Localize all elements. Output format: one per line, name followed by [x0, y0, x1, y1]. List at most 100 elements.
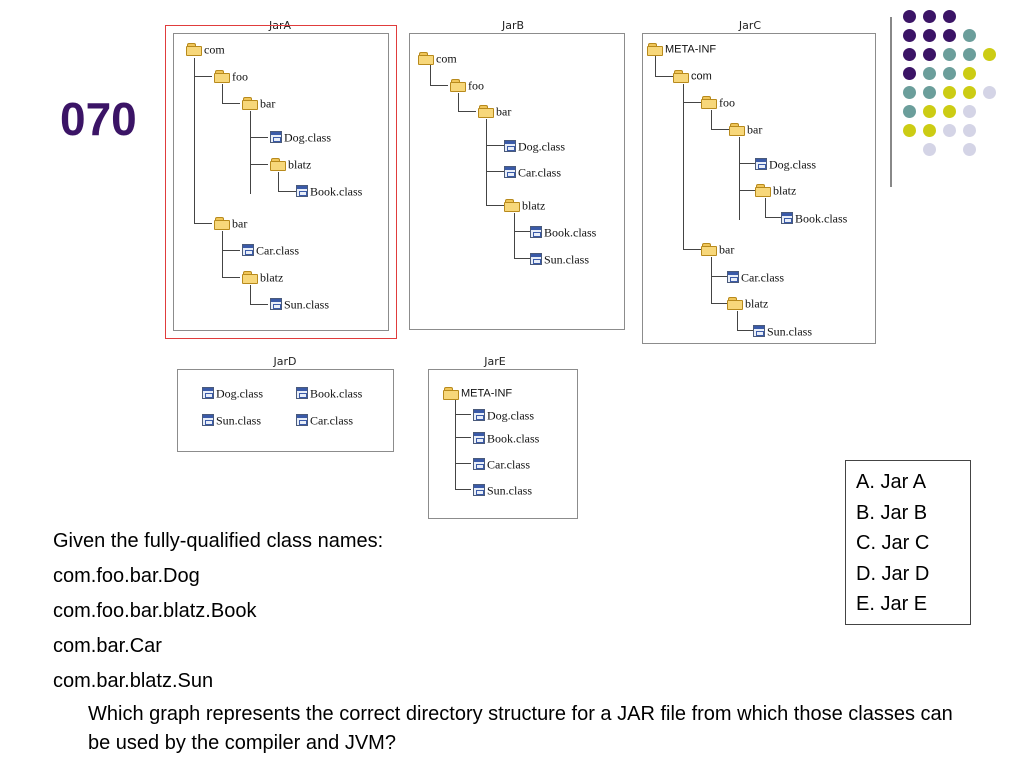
- class-name: com.foo.bar.blatz.Book: [53, 600, 257, 622]
- dot: [903, 67, 916, 80]
- class-file-icon: [530, 253, 542, 266]
- dot: [943, 10, 956, 23]
- dot: [923, 67, 936, 80]
- class-name: com.foo.bar.Dog: [53, 565, 200, 587]
- answer-option-c[interactable]: C. Jar C: [856, 532, 930, 554]
- jar-b-panel[interactable]: com foo bar Dog.class Car.class blatz Bo…: [409, 33, 625, 330]
- tree-file[interactable]: Dog.class: [270, 128, 331, 144]
- question-intro: Given the fully-qualified class names:: [53, 530, 384, 552]
- folder-icon: [729, 123, 745, 137]
- class-file-icon: [753, 325, 765, 338]
- tree-folder[interactable]: com: [186, 40, 225, 57]
- dot: [963, 67, 976, 80]
- jar-c-label: JarC: [738, 19, 762, 32]
- tree-folder[interactable]: bar: [701, 240, 734, 257]
- tree-file[interactable]: Sun.class: [530, 250, 589, 266]
- dot: [963, 143, 976, 156]
- jar-d-panel[interactable]: Dog.class Book.class Sun.class Car.class: [177, 369, 394, 452]
- folder-icon: [242, 97, 258, 111]
- class-file-icon: [473, 484, 485, 497]
- tree-file[interactable]: Book.class: [296, 384, 362, 400]
- tree-file[interactable]: Dog.class: [755, 155, 816, 171]
- tree-folder[interactable]: blatz: [270, 155, 311, 172]
- tree-folder[interactable]: com: [673, 67, 712, 84]
- folder-icon: [214, 70, 230, 84]
- answer-option-b[interactable]: B. Jar B: [856, 501, 928, 524]
- class-file-icon: [296, 185, 308, 198]
- jar-c-panel[interactable]: META-INF com foo bar Dog.class blatz Boo…: [642, 33, 876, 344]
- dot: [963, 86, 976, 99]
- jar-a-label: JarA: [268, 19, 292, 32]
- tree-file[interactable]: Car.class: [504, 163, 561, 179]
- tree-file[interactable]: Sun.class: [270, 295, 329, 311]
- tree-folder[interactable]: blatz: [242, 268, 283, 285]
- answer-option-a[interactable]: A. Jar A: [856, 471, 927, 493]
- class-file-icon: [296, 414, 308, 427]
- class-file-icon: [242, 244, 254, 257]
- dot: [983, 86, 996, 99]
- class-file-icon: [296, 387, 308, 400]
- dot: [923, 143, 936, 156]
- dot: [903, 86, 916, 99]
- folder-icon: [418, 52, 434, 66]
- tree-file[interactable]: Book.class: [296, 182, 362, 198]
- tree-file[interactable]: Book.class: [781, 209, 847, 225]
- dot: [903, 48, 916, 61]
- tree-file[interactable]: Sun.class: [753, 322, 812, 338]
- tree-file[interactable]: Book.class: [530, 223, 596, 239]
- tree-file[interactable]: Sun.class: [202, 411, 261, 427]
- tree-folder[interactable]: foo: [214, 67, 248, 84]
- jar-e-label: JarE: [484, 355, 506, 368]
- tree-folder[interactable]: com: [418, 49, 457, 66]
- tree-folder[interactable]: bar: [242, 94, 275, 111]
- tree-folder[interactable]: blatz: [727, 294, 768, 311]
- folder-icon: [701, 243, 717, 257]
- class-file-icon: [504, 166, 516, 179]
- dot: [943, 48, 956, 61]
- dot: [963, 105, 976, 118]
- tree-file[interactable]: Dog.class: [504, 137, 565, 153]
- dot: [923, 10, 936, 23]
- jar-a-panel[interactable]: com foo bar Dog.class blatz Book.class b…: [165, 25, 397, 339]
- dot: [983, 48, 996, 61]
- tree-file[interactable]: Book.class: [473, 429, 539, 445]
- folder-icon: [504, 199, 520, 213]
- answer-option-e[interactable]: E. Jar E: [856, 593, 928, 615]
- dot: [943, 67, 956, 80]
- class-file-icon: [530, 226, 542, 239]
- dot: [903, 105, 916, 118]
- folder-icon: [270, 158, 286, 172]
- tree-file[interactable]: Car.class: [727, 268, 784, 284]
- class-file-icon: [473, 432, 485, 445]
- tree-file[interactable]: Car.class: [473, 455, 530, 471]
- dot: [963, 48, 976, 61]
- answer-option-d[interactable]: D. Jar D: [856, 562, 930, 585]
- tree-folder[interactable]: bar: [214, 214, 247, 231]
- class-file-icon: [755, 158, 767, 171]
- tree-folder[interactable]: bar: [478, 102, 511, 119]
- folder-icon: [186, 43, 202, 57]
- jar-b-label: JarB: [501, 19, 525, 32]
- tree-folder[interactable]: foo: [701, 93, 735, 110]
- dot: [943, 124, 956, 137]
- tree-file[interactable]: Car.class: [296, 411, 353, 427]
- folder-icon: [443, 387, 459, 401]
- dot: [943, 86, 956, 99]
- class-file-icon: [781, 212, 793, 225]
- dot: [903, 29, 916, 42]
- class-file-icon: [270, 131, 282, 144]
- jar-e-panel[interactable]: META-INF Dog.class Book.class Car.class …: [428, 369, 578, 519]
- class-file-icon: [727, 271, 739, 284]
- tree-folder[interactable]: META-INF: [647, 40, 716, 57]
- tree-folder[interactable]: blatz: [504, 196, 545, 213]
- tree-folder[interactable]: META-INF: [443, 384, 512, 401]
- tree-folder[interactable]: blatz: [755, 181, 796, 198]
- tree-file[interactable]: Dog.class: [202, 384, 263, 400]
- tree-folder[interactable]: foo: [450, 76, 484, 93]
- dot: [923, 48, 936, 61]
- tree-folder[interactable]: bar: [729, 120, 762, 137]
- dot: [923, 29, 936, 42]
- tree-file[interactable]: Sun.class: [473, 481, 532, 497]
- tree-file[interactable]: Car.class: [242, 241, 299, 257]
- tree-file[interactable]: Dog.class: [473, 406, 534, 422]
